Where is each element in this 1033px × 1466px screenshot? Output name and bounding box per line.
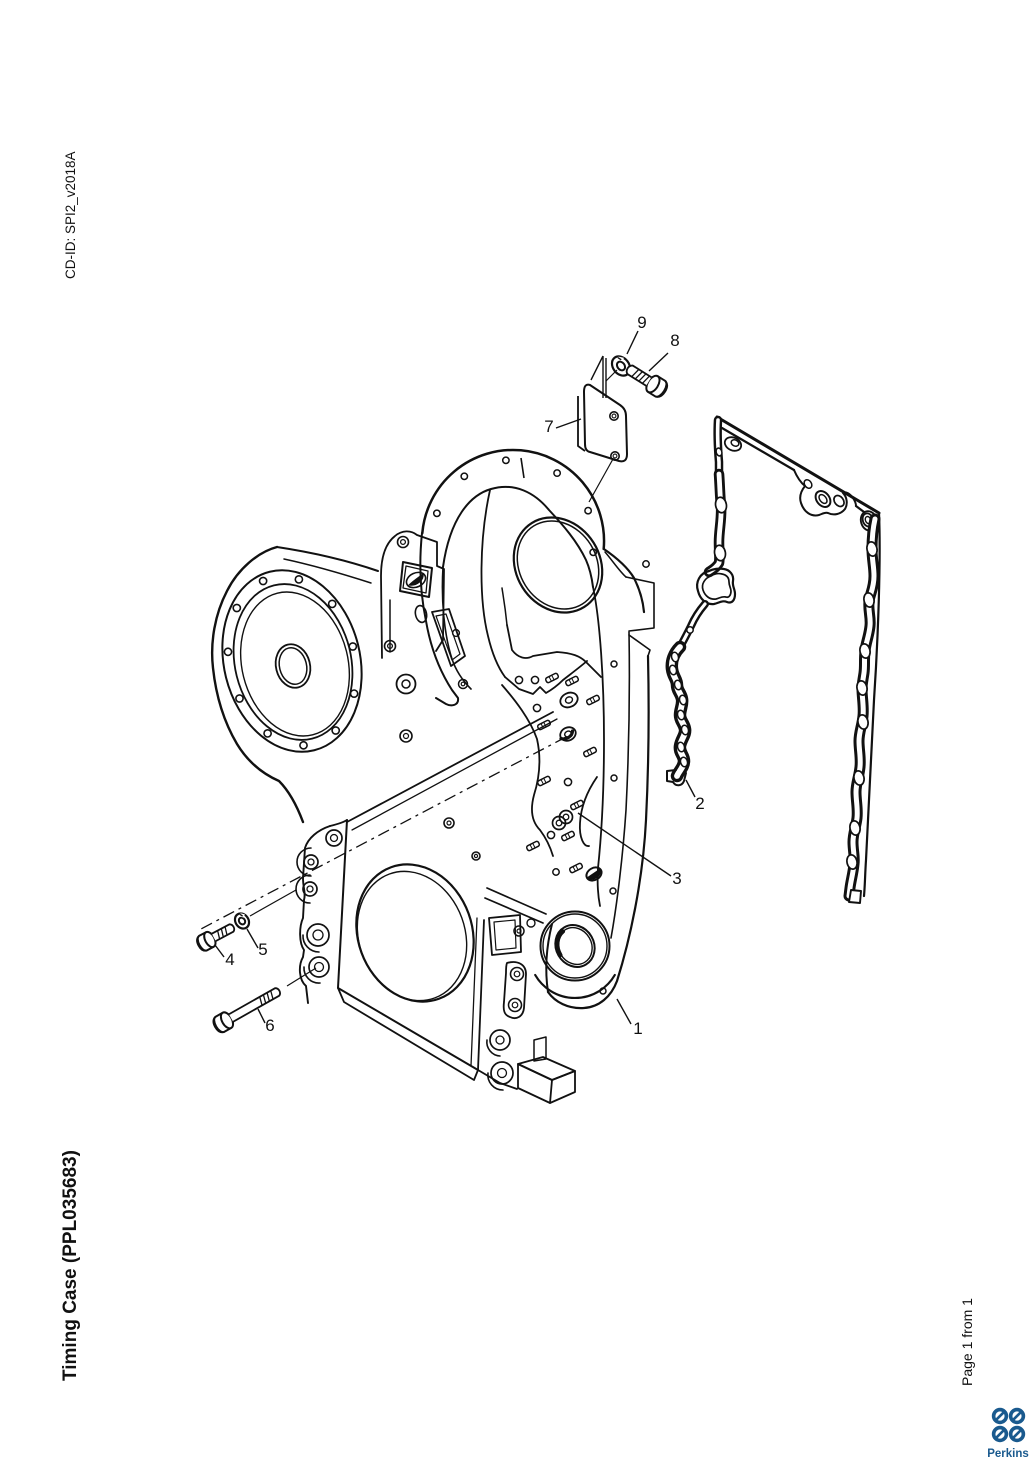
- svg-text:6: 6: [265, 1016, 274, 1035]
- svg-text:CD-ID: SPI2_v2018A: CD-ID: SPI2_v2018A: [63, 151, 78, 279]
- svg-text:9: 9: [637, 313, 646, 332]
- svg-text:Perkins: Perkins: [987, 1448, 1029, 1460]
- svg-text:7: 7: [544, 417, 553, 436]
- svg-text:Timing Case (PPL035683): Timing Case (PPL035683): [60, 1150, 81, 1381]
- svg-text:2: 2: [695, 794, 704, 813]
- svg-text:Page 1 from 1: Page 1 from 1: [959, 1298, 975, 1386]
- svg-text:4: 4: [225, 950, 234, 969]
- svg-text:1: 1: [633, 1019, 642, 1038]
- svg-text:3: 3: [672, 869, 681, 888]
- svg-text:8: 8: [670, 331, 679, 350]
- svg-text:5: 5: [258, 940, 267, 959]
